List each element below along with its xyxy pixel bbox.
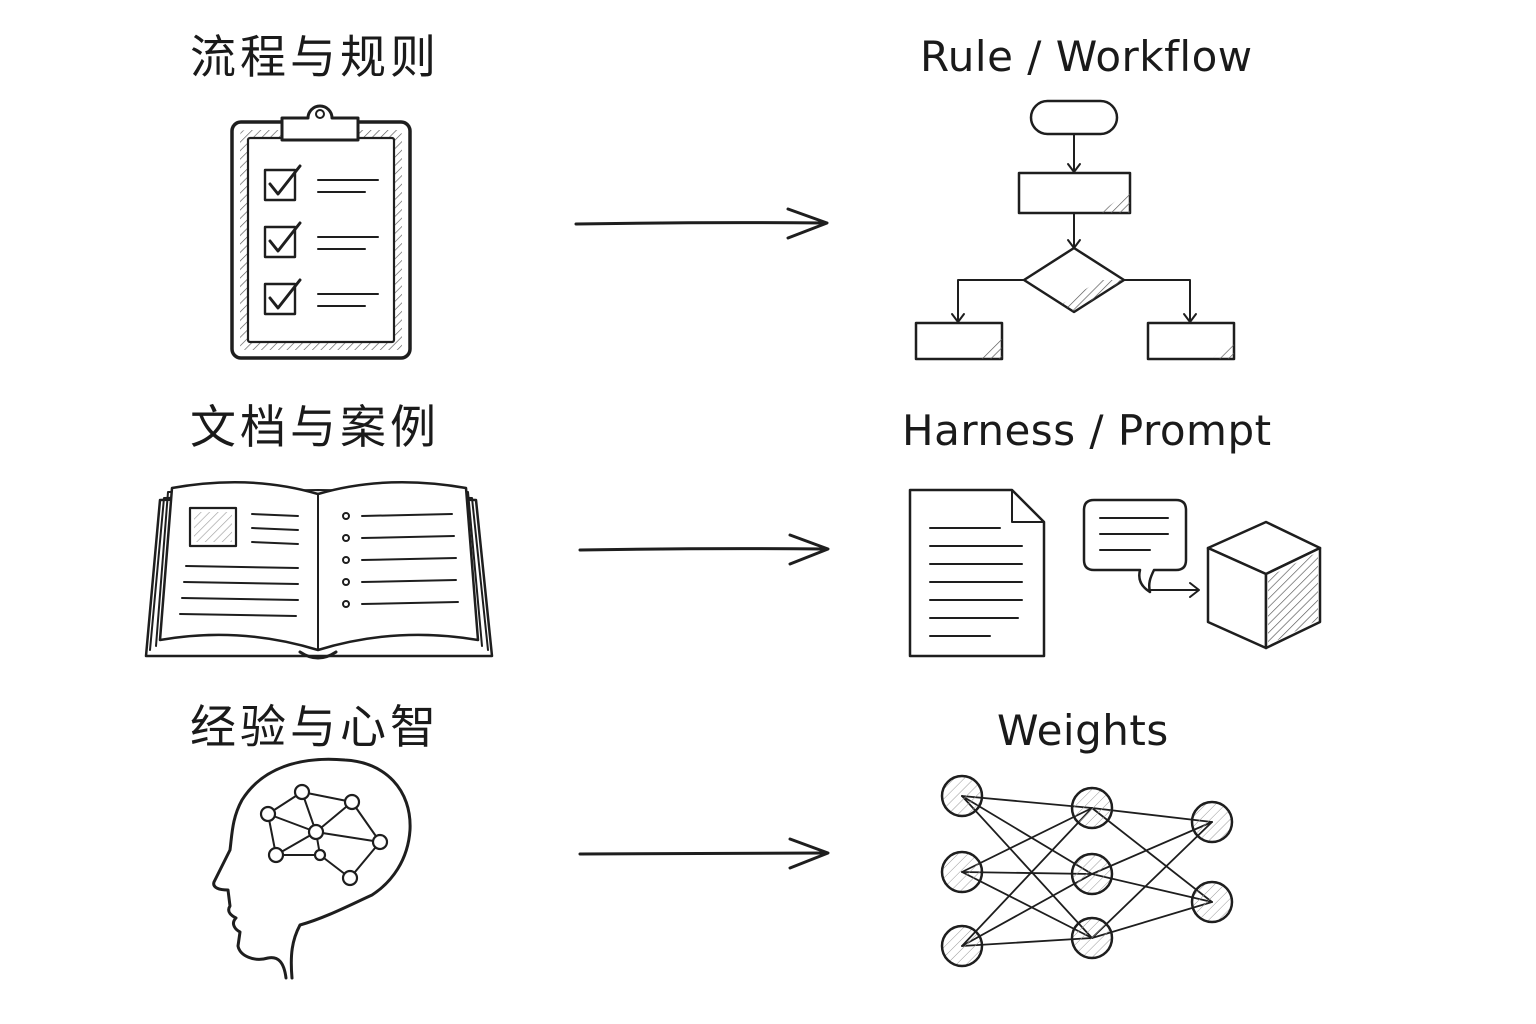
speech-bubble-icon [1082, 498, 1200, 598]
label-experience-mind: 经验与心智 [190, 700, 440, 754]
arrow-2 [578, 533, 830, 566]
head-brain-icon [212, 757, 412, 980]
cube-icon [1206, 520, 1322, 650]
open-book-icon [144, 481, 494, 660]
label-weights: Weights [997, 706, 1169, 755]
flowchart-icon [914, 99, 1236, 361]
label-harness-prompt: Harness / Prompt [902, 406, 1272, 455]
clipboard-icon [230, 104, 412, 360]
document-icon [908, 488, 1046, 658]
arrow-3 [578, 837, 830, 870]
label-docs-cases: 文档与案例 [190, 400, 440, 454]
arrow-1 [574, 207, 829, 240]
label-process-rules: 流程与规则 [190, 30, 440, 84]
label-rule-workflow: Rule / Workflow [920, 32, 1253, 81]
neural-network-icon [940, 774, 1234, 968]
